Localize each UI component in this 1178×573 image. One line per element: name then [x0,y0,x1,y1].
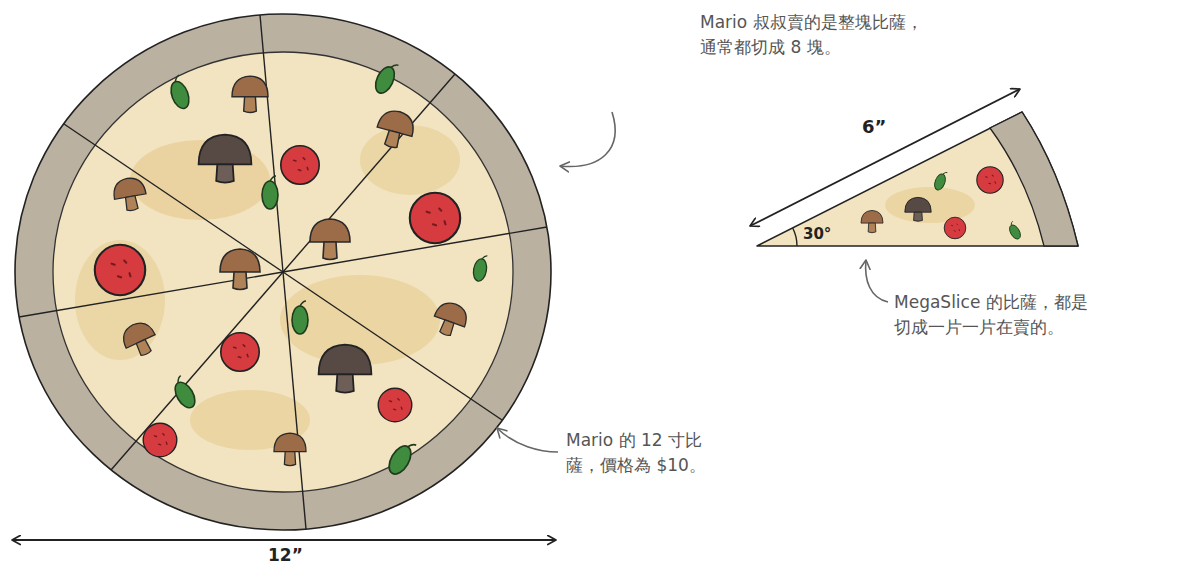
leader-line [497,428,558,452]
dimension-label: 6” [862,118,886,136]
dimension-label: 12” [268,547,303,564]
callout-note: MegaSlice 的比薩，都是切成一片一片在賣的。 [894,290,1100,339]
pizza-slice [757,112,1078,246]
width-dimension [12,539,556,541]
callout-note: Mario 的 12 寸比薩，價格為 $10。 [566,428,716,477]
leader-line [866,260,888,302]
cut-lines [19,15,547,529]
angle-label: 30° [803,227,831,242]
toppings [95,59,489,477]
angle-arc [793,228,797,246]
callout-note: Mario 叔叔賣的是整塊比薩， 通常都切成 8 塊。 [700,10,932,59]
leader-line [560,112,615,167]
whole-pizza [15,14,551,530]
length-dimension [750,89,1020,226]
